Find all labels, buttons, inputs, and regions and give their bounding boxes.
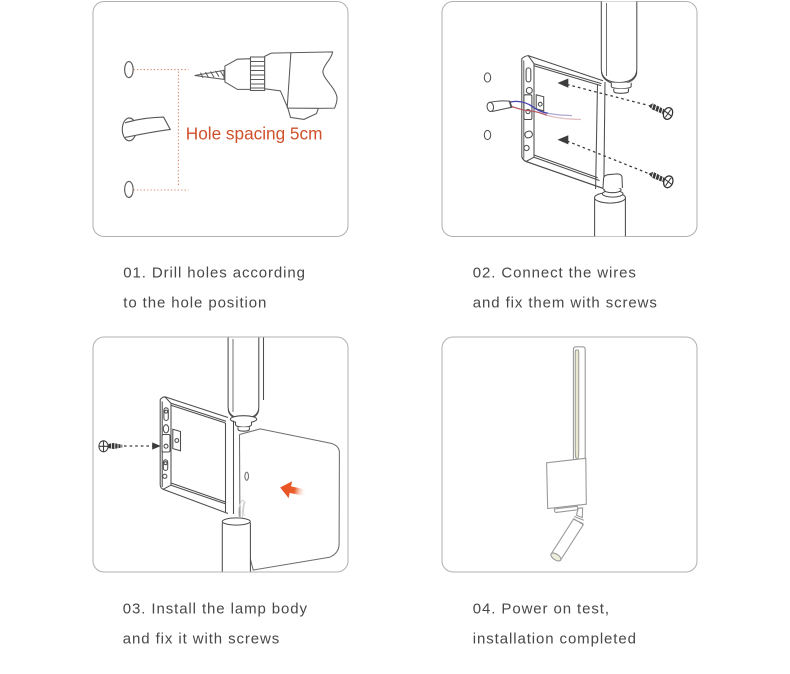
- svg-text:04. Power on test,: 04. Power on test,: [473, 601, 610, 618]
- svg-text:03. Install the lamp body: 03. Install the lamp body: [123, 601, 308, 618]
- svg-text:and fix them with screws: and fix them with screws: [473, 294, 658, 311]
- svg-text:installation completed: installation completed: [473, 631, 637, 648]
- svg-text:Hole spacing 5cm: Hole spacing 5cm: [186, 123, 323, 143]
- svg-text:02. Connect the wires: 02. Connect the wires: [473, 264, 637, 281]
- svg-text:to the hole position: to the hole position: [123, 294, 267, 311]
- svg-text:01. Drill holes according: 01. Drill holes according: [123, 264, 306, 281]
- svg-text:and fix it with screws: and fix it with screws: [123, 631, 280, 648]
